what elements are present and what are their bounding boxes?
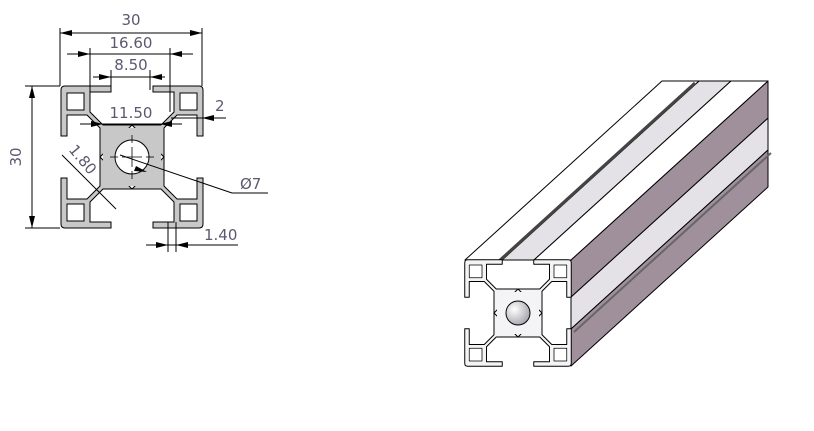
dimension-labels: 30 16.60 8.50 11.50 2 30 1.80 Ø7 1.40 bbox=[7, 11, 261, 244]
dim-core-width: 11.50 bbox=[110, 104, 153, 122]
dim-overall-width: 30 bbox=[121, 11, 140, 29]
dim-bore-diameter: Ø7 bbox=[240, 175, 261, 193]
dim-slot-opening: 8.50 bbox=[114, 56, 147, 74]
profile-section bbox=[61, 86, 203, 228]
dim-slot-outer-width: 16.60 bbox=[110, 34, 153, 52]
dim-web-thickness: 1.80 bbox=[65, 141, 100, 178]
profile-3d-view bbox=[465, 80, 772, 366]
dim-wall-thickness: 1.40 bbox=[204, 226, 237, 244]
dim-lip-thickness: 2 bbox=[215, 97, 225, 115]
bore-3d bbox=[505, 300, 531, 326]
dim-overall-height: 30 bbox=[7, 147, 25, 166]
dimension-arrows bbox=[29, 30, 214, 248]
